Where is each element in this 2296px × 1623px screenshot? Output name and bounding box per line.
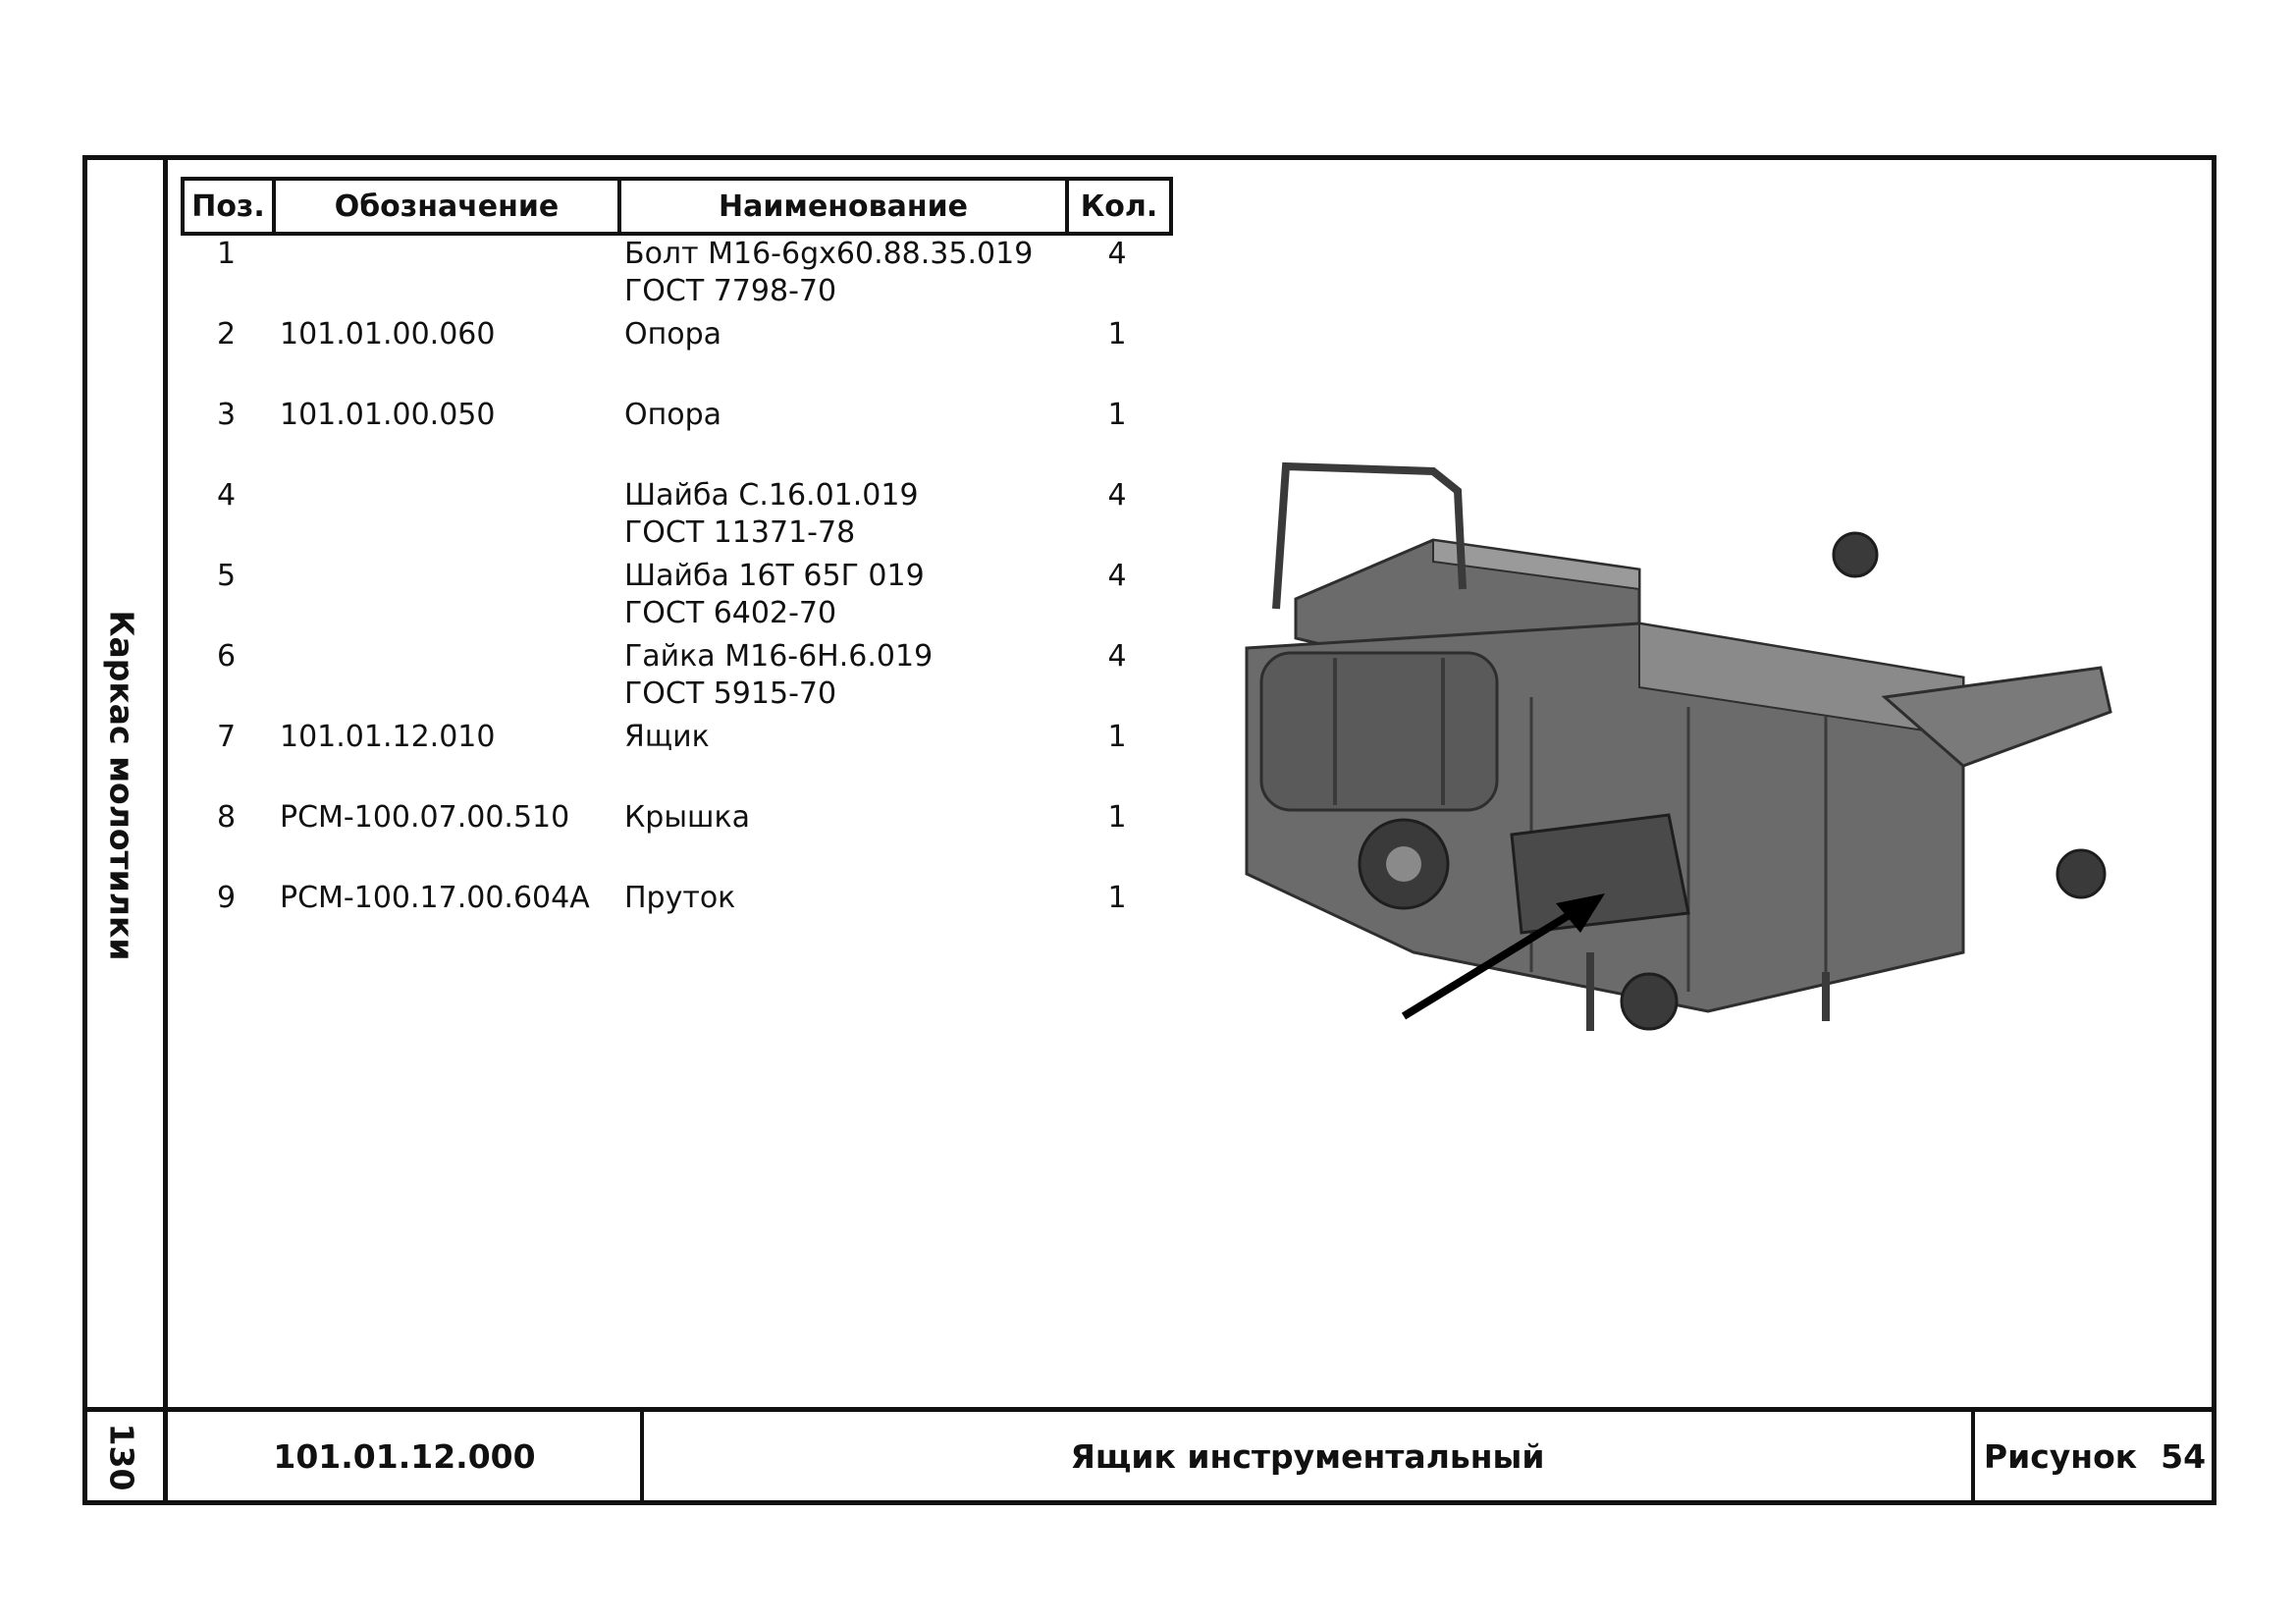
- row-position: 3: [216, 398, 237, 432]
- footer-figure: Рисунок 54: [1975, 1410, 2215, 1503]
- row-designation: 101.01.00.060: [280, 317, 496, 352]
- row-name: Пруток: [624, 880, 735, 917]
- row-quantity: 1: [1107, 317, 1127, 352]
- row-name-line1: Пруток: [624, 881, 736, 915]
- row-name-line2: ГОСТ 5915-70: [624, 676, 837, 711]
- fuel-tank: [1259, 651, 1499, 812]
- tensioner-pulley: [1832, 531, 1879, 578]
- footer-document-code: 101.01.12.000: [273, 1437, 536, 1476]
- row-name-line1: Шайба С.16.01.019: [624, 478, 919, 513]
- row-designation: 101.01.12.010: [280, 720, 496, 754]
- footer-divider: [84, 1407, 2215, 1412]
- page-number: 130: [102, 1423, 141, 1491]
- row-name: Опора: [624, 316, 721, 353]
- row-position: 8: [216, 800, 237, 835]
- row-name-line1: Опора: [624, 398, 722, 432]
- handwheel: [2056, 848, 2107, 899]
- pointer-arrow-shaft: [1401, 907, 1578, 1020]
- row-name-line2: ГОСТ 11371-78: [624, 515, 856, 550]
- row-designation: РСМ-100.17.00.604А: [280, 881, 590, 915]
- figure-number: 54: [2161, 1437, 2207, 1476]
- row-quantity: 1: [1107, 720, 1127, 754]
- row-position: 4: [216, 478, 237, 513]
- row-name: Шайба С.16.01.019 ГОСТ 11371-78: [624, 477, 919, 552]
- pulley-hub: [1386, 846, 1421, 882]
- row-name: Гайка М16-6Н.6.019 ГОСТ 5915-70: [624, 638, 933, 713]
- side-strip-divider: [163, 157, 168, 1504]
- machine-top-grille: [1432, 538, 1640, 591]
- section-title: Каркас молотилки: [102, 610, 141, 961]
- header-position: Поз.: [185, 181, 276, 232]
- footer-document-title: Ящик инструментальный: [1070, 1437, 1545, 1476]
- header-name: Наименование: [621, 181, 1069, 232]
- figure-label: Рисунок: [1983, 1437, 2138, 1476]
- row-quantity: 1: [1107, 398, 1127, 432]
- row-position: 5: [216, 559, 237, 593]
- header-quantity: Кол.: [1080, 189, 1158, 224]
- row-position: 6: [216, 639, 237, 674]
- footer-cell-divider-2: [1971, 1410, 1975, 1503]
- row-position: 9: [216, 881, 237, 915]
- row-name-line1: Ящик: [624, 720, 710, 754]
- row-designation: РСМ-100.07.00.510: [280, 800, 570, 835]
- handwheel: [1620, 972, 1679, 1031]
- row-name-line1: Болт М16-6gx60.88.35.019: [624, 237, 1034, 271]
- handrail: [1272, 461, 1467, 610]
- threshing-machine-frame-illustration: [1245, 461, 2112, 1031]
- footer-cell-divider-1: [640, 1410, 644, 1503]
- parts-table-header: Поз. Обозначение Наименование Кол.: [181, 177, 1173, 236]
- row-position: 7: [216, 720, 237, 754]
- row-position: 1: [216, 237, 237, 271]
- row-quantity: 1: [1107, 800, 1127, 835]
- row-name-line2: ГОСТ 6402-70: [624, 596, 837, 630]
- row-name: Ящик: [624, 719, 710, 756]
- row-name: Крышка: [624, 799, 750, 837]
- row-designation: 101.01.00.050: [280, 398, 496, 432]
- tool-box: [1510, 813, 1690, 935]
- row-name: Болт М16-6gx60.88.35.019 ГОСТ 7798-70: [624, 236, 1033, 310]
- row-quantity: 4: [1107, 559, 1127, 593]
- row-quantity: 4: [1107, 237, 1127, 271]
- row-quantity: 4: [1107, 478, 1127, 513]
- row-position: 2: [216, 317, 237, 352]
- row-quantity: 1: [1107, 881, 1127, 915]
- pointer-arrow-head: [1556, 893, 1605, 933]
- row-name-line1: Гайка М16-6Н.6.019: [624, 639, 934, 674]
- row-name: Опора: [624, 397, 721, 434]
- row-name-line2: ГОСТ 7798-70: [624, 274, 837, 308]
- row-name-line1: Шайба 16Т 65Г 019: [624, 559, 925, 593]
- row-quantity: 4: [1107, 639, 1127, 674]
- page-frame: [82, 155, 2216, 1505]
- row-name-line1: Опора: [624, 317, 722, 352]
- row-name-line1: Крышка: [624, 800, 750, 835]
- discharge-chute: [1881, 666, 2112, 768]
- row-name: Шайба 16Т 65Г 019 ГОСТ 6402-70: [624, 558, 925, 632]
- header-designation: Обозначение: [276, 181, 621, 232]
